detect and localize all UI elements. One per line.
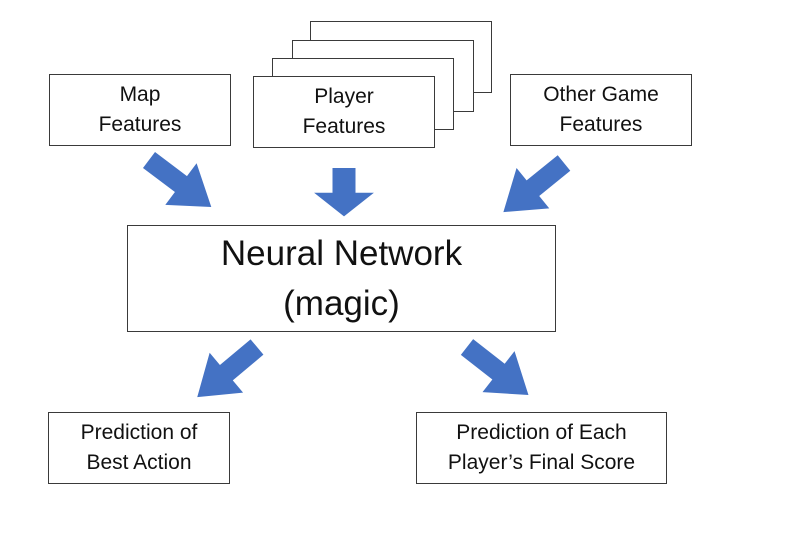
map-features-line1: Map [119,83,161,106]
arrow-other-to-network [487,142,581,233]
map-features-line2: Features [98,113,182,136]
best-action-line2: Best Action [86,451,192,474]
player-features-line1: Player [314,85,374,108]
arrow-map-to-network [133,139,227,228]
player-features-box: Player Features [253,76,435,148]
neural-network-box: Neural Network (magic) [127,225,556,332]
best-action-line1: Prediction of [80,421,198,444]
final-score-line2: Player’s Final Score [447,451,636,474]
arrow-network-to-best-action [180,327,274,418]
neural-network-title: Neural Network [220,233,463,273]
final-score-line1: Prediction of Each [456,421,627,444]
final-score-prediction-box: Prediction of Each Player’s Final Score [416,412,667,484]
best-action-prediction-box: Prediction of Best Action [48,412,230,484]
neural-network-subtitle: (magic) [283,283,400,323]
arrow-player-to-network [314,168,374,217]
map-features-box: Map Features [49,74,231,146]
other-game-features-box: Other Game Features [510,74,692,146]
arrow-network-to-final-score [450,326,545,416]
other-game-features-line1: Other Game [543,83,659,106]
other-game-features-line2: Features [559,113,643,136]
player-features-line2: Features [302,115,386,138]
